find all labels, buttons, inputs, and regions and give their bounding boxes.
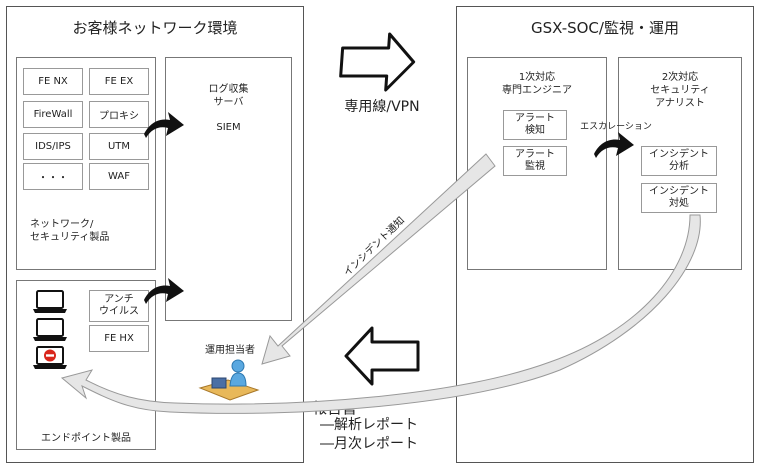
report-item-monthly: ―月次レポート <box>320 436 418 452</box>
incident-response-box: インシデント 対処 <box>641 183 717 213</box>
endpoint-antivirus-label: アンチ ウイルス <box>99 294 139 317</box>
product-utm: UTM <box>89 133 149 160</box>
network-to-siem-arrow-icon <box>144 112 184 138</box>
escalation-arrow-icon <box>594 132 634 158</box>
operator-label: 運用担当者 <box>205 345 255 356</box>
report-return-arrow-icon <box>60 214 701 414</box>
log-server-line2: サーバ <box>213 97 244 108</box>
operator-icon <box>198 359 260 401</box>
report-item-analysis: ―解析レポート <box>320 417 418 433</box>
alert-detection-label: アラート 検知 <box>515 113 555 136</box>
soc-title: GSX-SOC/監視・運用 <box>531 19 679 37</box>
alert-detection-box: アラート 検知 <box>503 110 567 140</box>
log-server-siem: SIEM <box>216 122 241 133</box>
product-proxy: プロキシ <box>89 101 149 128</box>
alert-monitoring-label: アラート 監視 <box>515 149 555 172</box>
tier2-line1: 2次対応 <box>661 72 699 83</box>
log-server-line1: ログ収集 <box>208 84 249 95</box>
escalation-label: エスカレーション <box>580 122 652 132</box>
product-ellipsis: ・・・ <box>23 163 83 190</box>
product-waf: WAF <box>89 163 149 190</box>
log-server-box <box>165 57 292 321</box>
vpn-arrow-right-icon <box>339 32 416 92</box>
product-ids-ips: IDS/IPS <box>23 133 83 160</box>
network-products-label-2: セキュリティ製品 <box>30 232 110 243</box>
vpn-arrow-left-icon <box>344 326 420 386</box>
customer-network-title: お客様ネットワーク環境 <box>72 19 238 37</box>
tier2-line3: アナリスト <box>655 98 705 109</box>
tier1-line2: 専門エンジニア <box>502 85 572 96</box>
endpoint-fe-hx: FE HX <box>89 325 149 352</box>
laptop-icon <box>33 290 67 313</box>
tier1-line1: 1次対応 <box>518 72 556 83</box>
product-fe-nx: FE NX <box>23 68 83 95</box>
network-products-label-1: ネットワーク/ <box>30 219 94 230</box>
endpoint-to-siem-arrow-icon <box>144 278 184 304</box>
incident-notice-arrow-icon <box>261 153 496 365</box>
incident-analysis-box: インシデント 分析 <box>641 146 717 176</box>
endpoint-antivirus: アンチ ウイルス <box>89 290 149 322</box>
endpoint-label: エンドポイント製品 <box>41 433 131 444</box>
product-firewall: FireWall <box>23 101 83 128</box>
laptop-icon <box>33 318 67 341</box>
incident-response-label: インシデント 対処 <box>649 186 709 209</box>
incident-analysis-label: インシデント 分析 <box>649 149 709 172</box>
infected-laptop-icon <box>33 346 67 369</box>
connection-label: 専用線/VPN <box>344 99 420 115</box>
tier2-line2: セキュリティ <box>650 85 710 96</box>
product-fe-ex: FE EX <box>89 68 149 95</box>
alert-monitoring-box: アラート 監視 <box>503 146 567 176</box>
